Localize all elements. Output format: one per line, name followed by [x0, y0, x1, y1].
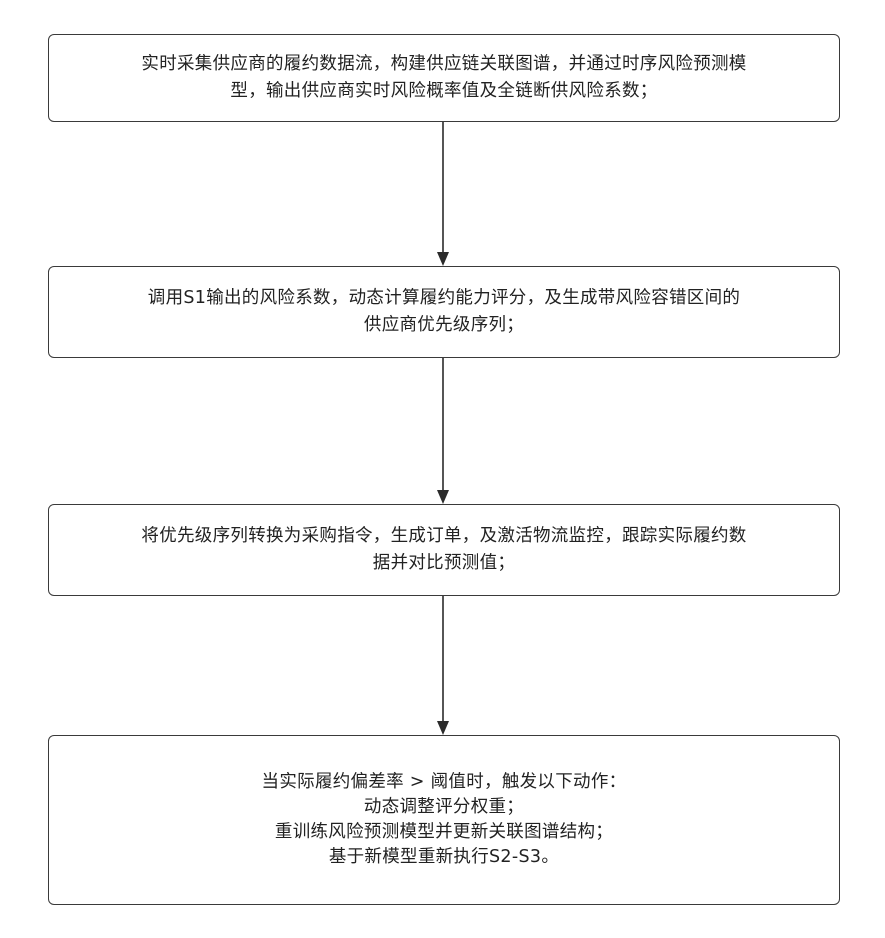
step-3-box: 将优先级序列转换为采购指令，生成订单，及激活物流监控，跟踪实际履约数 据并对比预… [48, 504, 840, 596]
step-2-line-2: 供应商优先级序列； [148, 312, 740, 339]
step-2-line-1: 调用S1输出的风险系数，动态计算履约能力评分，及生成带风险容错区间的 [148, 285, 740, 312]
arrow-1-head [437, 252, 449, 266]
step-3-line-1: 将优先级序列转换为采购指令，生成订单，及激活物流监控，跟踪实际履约数 [141, 523, 746, 550]
step-1-line-2: 型，输出供应商实时风险概率值及全链断供风险系数； [141, 78, 746, 105]
step-4-line-3: 重训练风险预测模型并更新关联图谱结构； [262, 820, 627, 845]
arrow-3-head [437, 721, 449, 735]
step-4-line-2: 动态调整评分权重； [262, 795, 627, 820]
step-4-box: 当实际履约偏差率 > 阈值时，触发以下动作： 动态调整评分权重； 重训练风险预测… [48, 735, 840, 905]
step-1-box: 实时采集供应商的履约数据流，构建供应链关联图谱，并通过时序风险预测模 型，输出供… [48, 34, 840, 122]
step-3-text: 将优先级序列转换为采购指令，生成订单，及激活物流监控，跟踪实际履约数 据并对比预… [141, 523, 746, 577]
step-4-line-4: 基于新模型重新执行S2-S3。 [262, 845, 627, 870]
arrow-2-head [437, 490, 449, 504]
step-4-text: 当实际履约偏差率 > 阈值时，触发以下动作： 动态调整评分权重； 重训练风险预测… [262, 770, 627, 870]
step-2-box: 调用S1输出的风险系数，动态计算履约能力评分，及生成带风险容错区间的 供应商优先… [48, 266, 840, 358]
step-3-line-2: 据并对比预测值； [141, 550, 746, 577]
step-4-line-1: 当实际履约偏差率 > 阈值时，触发以下动作： [262, 770, 627, 795]
step-1-line-1: 实时采集供应商的履约数据流，构建供应链关联图谱，并通过时序风险预测模 [141, 51, 746, 78]
step-1-text: 实时采集供应商的履约数据流，构建供应链关联图谱，并通过时序风险预测模 型，输出供… [141, 51, 746, 105]
step-2-text: 调用S1输出的风险系数，动态计算履约能力评分，及生成带风险容错区间的 供应商优先… [148, 285, 740, 339]
